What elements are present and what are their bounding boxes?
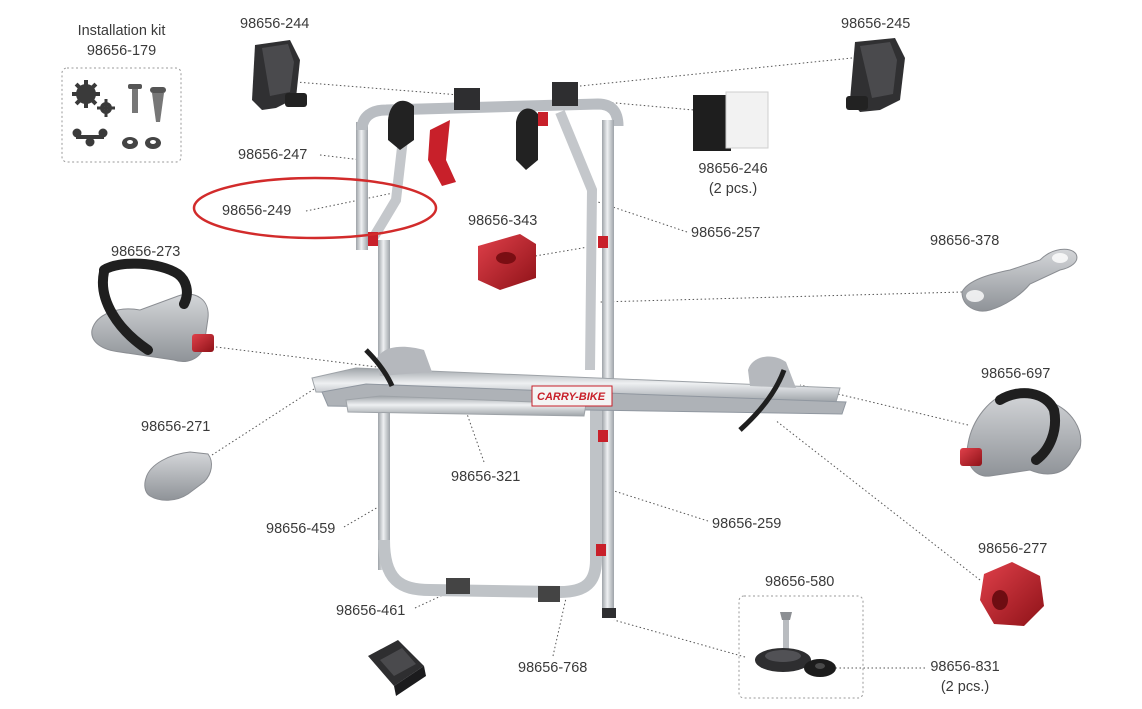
part-qty-98656-831: (2 pcs.) bbox=[940, 679, 990, 695]
part-label-98656-249[interactable]: 98656-249 bbox=[222, 203, 292, 219]
part-label-98656-179[interactable]: 98656-179 bbox=[86, 43, 157, 59]
wheel-holder-273-image bbox=[91, 258, 214, 362]
part-label-98656-321[interactable]: 98656-321 bbox=[451, 469, 521, 485]
bracket-461-image bbox=[368, 640, 426, 696]
lock-block-343-image bbox=[478, 234, 536, 290]
part-label-98656-831[interactable]: 98656-831 bbox=[930, 659, 1000, 675]
rack-brand-label: CARRY-BIKE bbox=[537, 391, 606, 403]
part-label-98656-247[interactable]: 98656-247 bbox=[238, 147, 308, 163]
part-label-98656-343[interactable]: 98656-343 bbox=[468, 213, 538, 229]
spacer-378-image bbox=[961, 248, 1078, 312]
part-label-98656-580[interactable]: 98656-580 bbox=[765, 574, 835, 590]
leader-lines bbox=[207, 57, 981, 669]
part-label-98656-461[interactable]: 98656-461 bbox=[336, 603, 406, 619]
part-qty-98656-246: (2 pcs.) bbox=[708, 181, 758, 197]
kit-title-label: Installation kit bbox=[77, 23, 166, 39]
part-label-98656-244[interactable]: 98656-244 bbox=[240, 16, 310, 32]
rail-cap-271-image bbox=[144, 451, 212, 501]
part-label-98656-378[interactable]: 98656-378 bbox=[930, 233, 1000, 249]
washer-icon bbox=[122, 137, 161, 149]
chain-clip-icon bbox=[72, 128, 108, 147]
adhesive-pads-246-image bbox=[693, 91, 769, 151]
upper-clamp-245-image bbox=[846, 38, 905, 112]
gear-icon bbox=[72, 80, 115, 117]
part-label-98656-768[interactable]: 98656-768 bbox=[518, 660, 588, 676]
wheel-holder-697-image bbox=[960, 388, 1082, 477]
support-foot-580-box bbox=[738, 595, 864, 699]
screw-icon bbox=[128, 84, 166, 122]
part-label-98656-697[interactable]: 98656-697 bbox=[981, 366, 1051, 382]
part-label-98656-277[interactable]: 98656-277 bbox=[978, 541, 1048, 557]
upper-clamp-244-image bbox=[252, 40, 307, 110]
part-label-98656-259[interactable]: 98656-259 bbox=[712, 516, 782, 532]
part-label-98656-273[interactable]: 98656-273 bbox=[111, 244, 181, 260]
part-label-98656-459[interactable]: 98656-459 bbox=[266, 521, 336, 537]
rack-frame-image bbox=[311, 82, 847, 618]
installation-kit-box bbox=[61, 67, 182, 163]
knob-277-image bbox=[980, 562, 1044, 626]
part-label-98656-271[interactable]: 98656-271 bbox=[141, 419, 211, 435]
part-label-98656-246[interactable]: 98656-246 bbox=[698, 161, 768, 177]
highlight-ellipse bbox=[192, 176, 438, 240]
part-label-98656-245[interactable]: 98656-245 bbox=[841, 16, 911, 32]
part-label-98656-257[interactable]: 98656-257 bbox=[691, 225, 761, 241]
